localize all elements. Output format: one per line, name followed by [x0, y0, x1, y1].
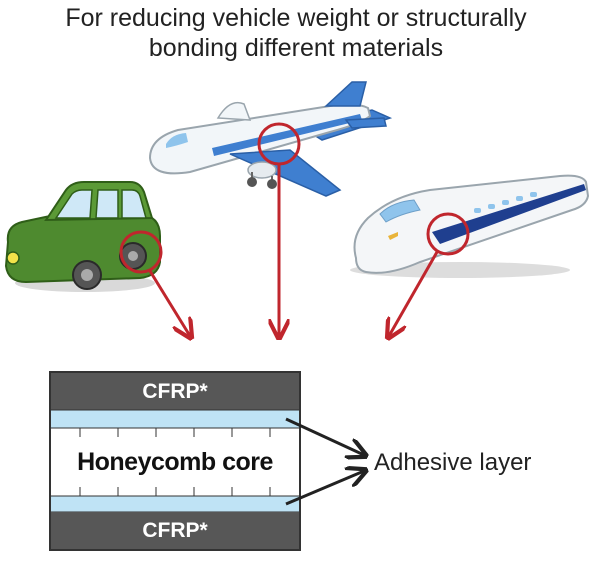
honeycomb-core-label: Honeycomb core — [77, 448, 273, 476]
cfrp-top-label: CFRP* — [142, 380, 208, 403]
cfrp-bottom-layer — [50, 512, 300, 550]
adhesive-bottom-arrow — [285, 471, 364, 506]
adhesive-top-layer — [49, 409, 301, 429]
airplane-icon — [148, 81, 393, 197]
adhesive-bottom-layer — [49, 495, 301, 513]
car-icon — [4, 181, 161, 292]
bullet-train-icon — [350, 174, 590, 278]
adhesive-top-arrow — [285, 417, 364, 455]
train-highlight-circle — [426, 212, 470, 256]
car-arrow — [148, 270, 190, 336]
car-highlight-circle — [119, 230, 163, 274]
title-line-1: For reducing vehicle weight or structura… — [65, 4, 527, 32]
cfrp-bottom-label: CFRP* — [142, 519, 208, 542]
train-arrow — [389, 251, 439, 336]
honeycomb-cell-walls — [79, 428, 271, 496]
sandwich-panel — [49, 371, 301, 551]
adhesive-layer-label: Adhesive layer — [374, 449, 532, 476]
title-line-2: bonding different materials — [148, 34, 444, 62]
cfrp-top-layer — [50, 372, 300, 410]
